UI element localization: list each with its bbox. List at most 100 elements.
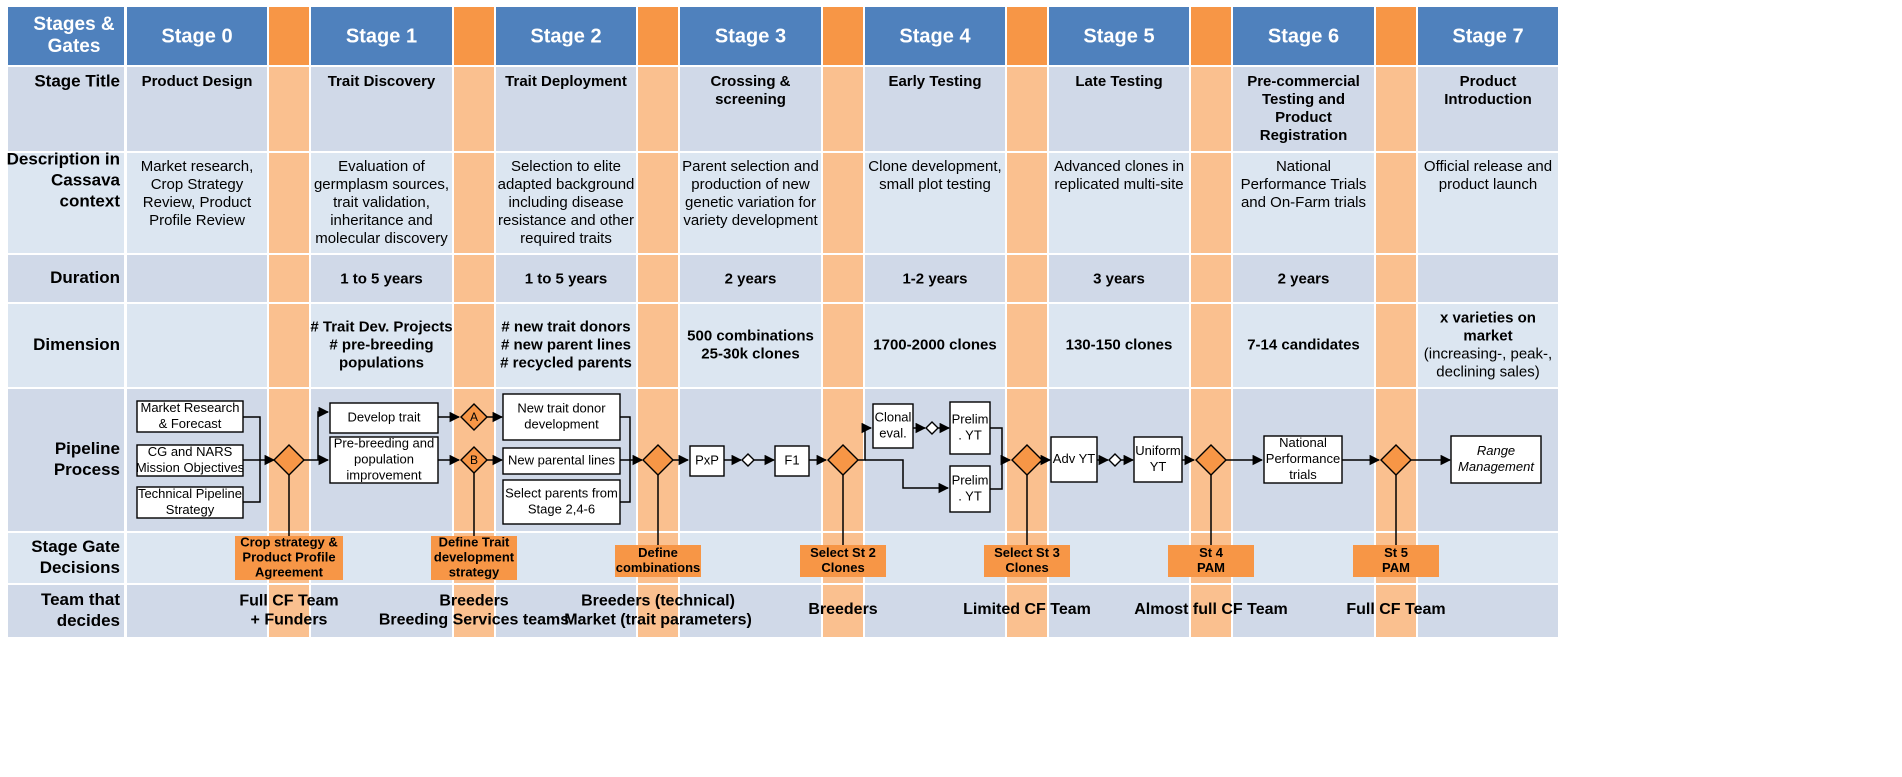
team-label: Full CF Team [1346, 601, 1445, 618]
body-cell [1049, 585, 1189, 637]
clonal-eval-box [872, 403, 914, 449]
stage-dimension-note-line: (increasing-, peak-, [1424, 345, 1552, 362]
stage-title-line: screening [715, 91, 786, 108]
gate-column-cell [1007, 153, 1047, 253]
body-cell [496, 153, 636, 253]
body-cell [865, 67, 1005, 151]
stage-dimension-line: market [1463, 327, 1512, 344]
stage-title-line: Trait Deployment [505, 73, 627, 90]
gate-column-cell [1191, 585, 1231, 637]
uniform-yt-box-label-line: YT [1150, 459, 1167, 474]
stage-description-line: molecular discovery [315, 230, 448, 247]
connector [317, 406, 330, 460]
stage-title-line: Introduction [1444, 91, 1531, 108]
body-cell [1418, 304, 1558, 387]
gate-column-cell [1376, 585, 1416, 637]
stage-header-cell [1049, 7, 1189, 65]
row-label-cell [8, 153, 124, 253]
pxp-box [689, 445, 725, 477]
gate-decision-box [1168, 545, 1254, 577]
gate-decision-label-line: St 4 [1199, 545, 1224, 560]
stage-description-line: Review, Product [143, 194, 252, 211]
stage-description-line: Official release and [1424, 158, 1552, 175]
stage-description-line: and On-Farm trials [1241, 194, 1366, 211]
body-cell [865, 585, 1005, 637]
stage-header-cell [865, 7, 1005, 65]
gate-column-cell [823, 255, 863, 302]
stage-dimension-note-line: declining sales) [1436, 363, 1539, 380]
stage-dimension: 7-14 candidates [1247, 336, 1360, 353]
stage-duration: 2 years [1278, 270, 1330, 287]
body-cell [496, 255, 636, 302]
row-label-cell [8, 255, 124, 302]
gate-column-cell [1007, 304, 1047, 387]
body-cell [311, 67, 452, 151]
adv-yt-box-label: Adv YT [1053, 451, 1095, 466]
stage-description-line: production of new [691, 176, 810, 193]
range-management-box [1450, 435, 1542, 484]
body-cell [865, 153, 1005, 253]
stage-header: Stage 6 [1268, 25, 1339, 47]
select-parents-box-label-line: Stage 2,4-6 [528, 501, 595, 516]
body-cell [680, 67, 821, 151]
row-label: Stage Title [34, 71, 120, 90]
gate-column-cell [454, 585, 494, 637]
new-trait-donor-box [502, 393, 621, 441]
prebreeding-box-label-line: population [354, 451, 414, 466]
row-label-line: decides [57, 611, 120, 630]
team-label-line: Limited CF Team [963, 601, 1091, 618]
gate-column-cell [638, 585, 678, 637]
team-label: Breeders [808, 601, 877, 618]
stage-description-line: Crop Strategy [151, 176, 244, 193]
stage-header-cell [311, 7, 452, 65]
stage-description-line: product launch [1439, 176, 1537, 193]
gate-decision-label-line: Clones [1005, 560, 1048, 575]
gate-column-cell [269, 67, 309, 151]
gate-column-cell [454, 67, 494, 151]
team-label-line: Breeding Services teams [379, 612, 569, 629]
body-cell [680, 585, 821, 637]
stage-description-line: trait validation, [333, 194, 430, 211]
body-cell [496, 67, 636, 151]
body-cell [1233, 304, 1374, 387]
gate-decision-label-line: combinations [616, 560, 701, 575]
range-management-box-label-line: Management [1458, 459, 1535, 474]
stage-description-line: genetic variation for [685, 194, 816, 211]
stage-title: Product Design [142, 73, 253, 90]
gate-decision-label-line: Select St 2 [810, 545, 876, 560]
prebreeding-box [329, 436, 439, 484]
gate-decision-label-line: PAM [1382, 560, 1410, 575]
stage-title-line: Product Design [142, 73, 253, 90]
row-label-cell [8, 67, 124, 151]
row-label-cell [8, 585, 124, 637]
new-trait-donor-box-label-line: New trait donor [517, 400, 606, 415]
gate-column-cell [269, 304, 309, 387]
stage-duration: 1 to 5 years [525, 270, 608, 287]
team-label-line: Market (trait parameters) [564, 612, 752, 629]
stage-title: Crossing &screening [710, 73, 790, 108]
body-cell [680, 255, 821, 302]
gate-decision-label-line: Define Trait [439, 534, 510, 549]
body-cell [1233, 585, 1374, 637]
team-label-line: Full CF Team [1346, 601, 1445, 618]
technical-pipeline-box [136, 486, 244, 519]
team-label-line: Full CF Team [239, 593, 338, 610]
stage-description-line: replicated multi-site [1054, 176, 1183, 193]
gate-decision-label-line: Agreement [255, 564, 324, 579]
stage-dimension-line: x varieties on [1440, 309, 1536, 326]
row-label-line: Pipeline [55, 439, 120, 458]
select-parents-box-label-line: Select parents from [505, 485, 618, 500]
gate-decision-box [984, 545, 1070, 577]
new-parental-lines-box [502, 447, 621, 475]
gate-decision-label-line: Define [638, 545, 678, 560]
gate-decision-box [615, 545, 701, 577]
